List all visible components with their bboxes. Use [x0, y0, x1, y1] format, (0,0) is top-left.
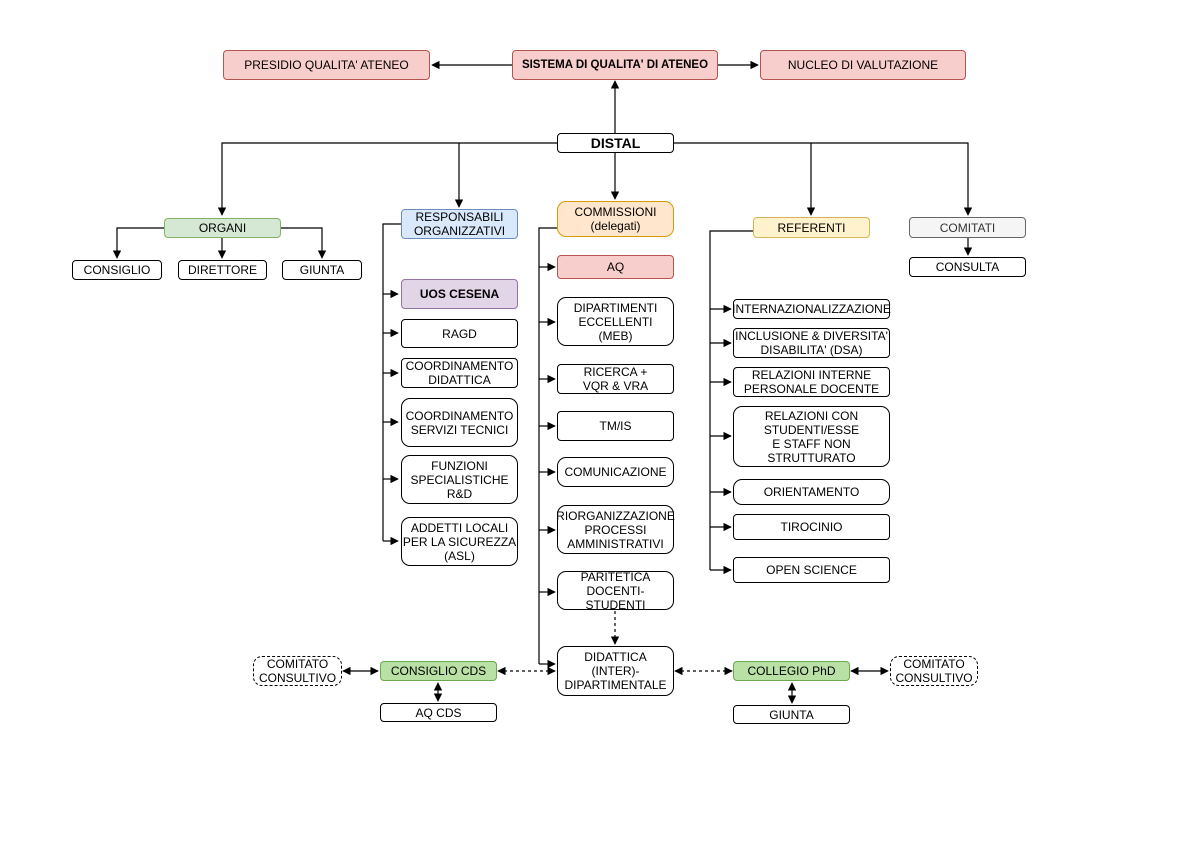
relazioni-studenti-box: RELAZIONI CON STUDENTI/ESSE E STAFF NON …	[733, 406, 890, 467]
consiglio-cds-box: CONSIGLIO CDS	[380, 661, 497, 681]
coordinamento-didattica-box: COORDINAMENTO DIDATTICA	[401, 358, 518, 388]
distal-box: DISTAL	[557, 133, 674, 153]
organi-box: ORGANI	[164, 218, 281, 238]
aq-box: AQ	[557, 255, 674, 279]
comitato-consultivo-right-box: COMITATO CONSULTIVO	[890, 656, 978, 686]
comitati-box: COMITATI	[909, 217, 1026, 238]
funzioni-specialistiche-box: FUNZIONI SPECIALISTICHE R&D	[401, 455, 518, 504]
dipartimenti-eccellenti-box: DIPARTIMENTI ECCELLENTI (MEB)	[557, 297, 674, 346]
aq-cds-box: AQ CDS	[380, 703, 497, 722]
commissioni-box: COMMISSIONI (delegati)	[557, 201, 674, 237]
didattica-interdipartimentale-box: DIDATTICA (INTER)- DIPARTIMENTALE	[557, 646, 674, 696]
riorganizzazione-processi-box: RIORGANIZZAZIONE PROCESSI AMMINISTRATIVI	[556, 505, 675, 554]
direttore-box: DIRETTORE	[178, 260, 267, 280]
referenti-box: REFERENTI	[753, 217, 870, 238]
consiglio-box: CONSIGLIO	[72, 260, 162, 280]
open-science-box: OPEN SCIENCE	[733, 557, 890, 583]
ricerca-vqr-vra-box: RICERCA + VQR & VRA	[557, 364, 674, 394]
inclusione-diversita-box: INCLUSIONE & DIVERSITA' DISABILITA' (DSA…	[733, 328, 890, 358]
paritetica-docenti-studenti-box: PARITETICA DOCENTI-STUDENTI	[557, 570, 674, 612]
consulta-box: CONSULTA	[909, 257, 1026, 277]
comunicazione-box: COMUNICAZIONE	[557, 457, 674, 487]
nucleo-valutazione-box: NUCLEO DI VALUTAZIONE	[760, 50, 966, 80]
giunta-phd-box: GIUNTA	[733, 705, 850, 724]
collegio-phd-box: COLLEGIO PhD	[733, 661, 850, 681]
tm-is-box: TM/IS	[557, 411, 674, 441]
presidio-qualita-ateneo-box: PRESIDIO QUALITA' ATENEO	[223, 50, 430, 80]
sistema-qualita-ateneo-box: SISTEMA DI QUALITA' DI ATENEO	[512, 50, 718, 80]
coordinamento-servizi-tecnici-box: COORDINAMENTO SERVIZI TECNICI	[401, 398, 518, 447]
relazioni-interne-box: RELAZIONI INTERNE PERSONALE DOCENTE	[733, 367, 890, 397]
comitato-consultivo-left-box: COMITATO CONSULTIVO	[253, 656, 342, 686]
orientamento-box: ORIENTAMENTO	[733, 479, 890, 505]
giunta-box: GIUNTA	[282, 260, 362, 280]
uos-cesena-box: UOS CESENA	[401, 279, 518, 309]
ragd-box: RAGD	[401, 319, 518, 348]
responsabili-organizzativi-box: RESPONSABILI ORGANIZZATIVI	[401, 209, 518, 239]
internazionalizzazione-box: INTERNAZIONALIZZAZIONE	[732, 299, 891, 319]
tirocinio-box: TIROCINIO	[733, 514, 890, 540]
addetti-locali-sicurezza-box: ADDETTI LOCALI PER LA SICUREZZA (ASL)	[401, 517, 518, 566]
